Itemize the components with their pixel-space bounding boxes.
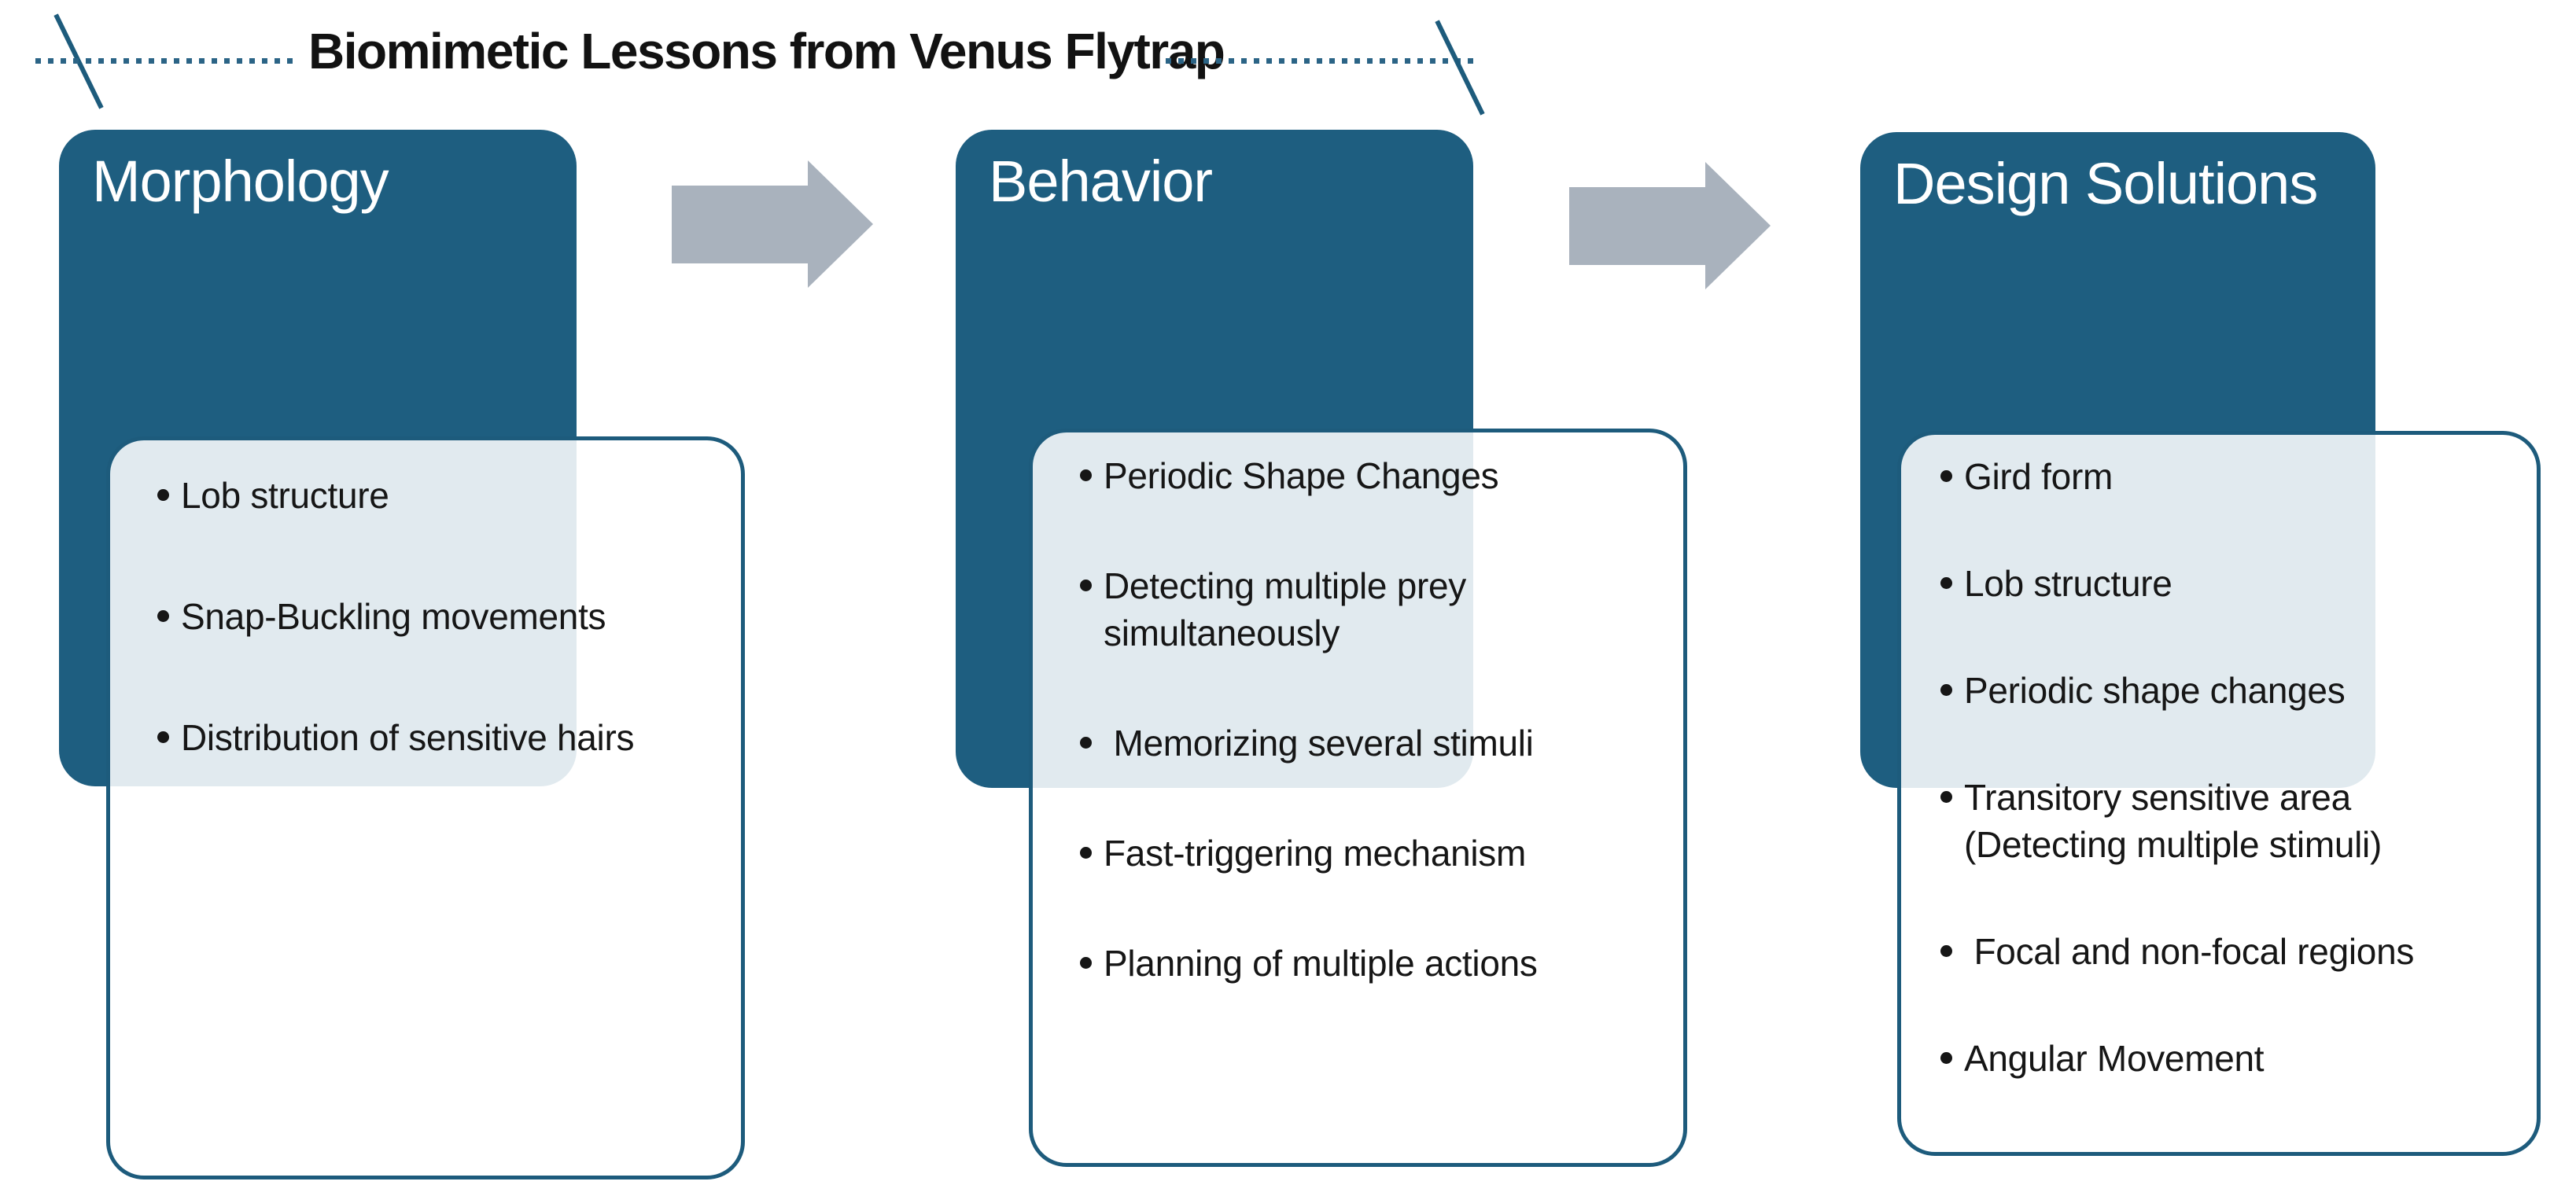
- bullet-item-label: Memorizing several stimuli: [1104, 723, 1534, 764]
- bullet-item-label: Lob structure: [181, 475, 389, 516]
- bullet-dot-icon: [1080, 580, 1092, 591]
- bullet-item-label: Planning of multiple actions: [1104, 943, 1538, 984]
- bullet-item-label: Lob structure: [1964, 563, 2172, 604]
- title-right-slash-decoration: [1435, 20, 1485, 116]
- bullet-item: Snap-Buckling movements: [157, 593, 713, 640]
- bullet-item: Transitory sensitive area (Detecting mul…: [1940, 774, 2509, 868]
- title-left-dotted-line: [35, 58, 293, 64]
- panel-behavior-header: Behavior: [989, 149, 1213, 214]
- bullet-dot-icon: [1940, 577, 1952, 589]
- bullet-item: Memorizing several stimuli: [1080, 719, 1656, 767]
- bullet-dot-icon: [157, 489, 169, 501]
- bullet-item-label: Detecting multiple prey simultaneously: [1104, 565, 1476, 653]
- panel-design-solutions-header: Design Solutions: [1893, 151, 2318, 216]
- bullet-dot-icon: [157, 731, 169, 743]
- card-behavior: Periodic Shape Changes Detecting multipl…: [1029, 429, 1687, 1167]
- bullet-item: Detecting multiple prey simultaneously: [1080, 562, 1656, 657]
- bullet-item-label: Snap-Buckling movements: [181, 596, 606, 637]
- bullet-dot-icon: [1940, 684, 1952, 696]
- bullet-item-label: Angular Movement: [1964, 1038, 2265, 1079]
- design-solutions-bullet-list: Gird form Lob structure Periodic shape c…: [1901, 435, 2537, 1082]
- bullet-item: Planning of multiple actions: [1080, 940, 1656, 987]
- bullet-dot-icon: [1080, 469, 1092, 481]
- arrow-right-icon: [672, 160, 873, 288]
- bullet-item: Fast-triggering mechanism: [1080, 830, 1656, 877]
- title-right-dotted-line: [1166, 58, 1478, 64]
- bullet-dot-icon: [1940, 1052, 1952, 1064]
- bullet-item-label: Distribution of sensitive hairs: [181, 717, 635, 758]
- card-design-solutions: Gird form Lob structure Periodic shape c…: [1897, 431, 2541, 1156]
- bullet-item: Angular Movement: [1940, 1035, 2509, 1082]
- page-title: Biomimetic Lessons from Venus Flytrap: [308, 23, 1225, 79]
- bullet-dot-icon: [1940, 791, 1952, 803]
- bullet-item: Focal and non-focal regions: [1940, 928, 2509, 975]
- behavior-bullet-list: Periodic Shape Changes Detecting multipl…: [1033, 432, 1683, 987]
- bullet-dot-icon: [1940, 470, 1952, 482]
- bullet-item-label: Periodic Shape Changes: [1104, 455, 1499, 496]
- morphology-bullet-list: Lob structure Snap-Buckling movements Di…: [110, 440, 741, 761]
- bullet-item-label: Focal and non-focal regions: [1964, 931, 2415, 972]
- bullet-dot-icon: [1080, 737, 1092, 749]
- bullet-item: Distribution of sensitive hairs: [157, 714, 713, 761]
- bullet-item: Lob structure: [157, 472, 713, 519]
- bullet-item-label: Periodic shape changes: [1964, 670, 2346, 711]
- bullet-dot-icon: [1080, 957, 1092, 969]
- bullet-item-label: Fast-triggering mechanism: [1104, 833, 1527, 874]
- bullet-item: Periodic shape changes: [1940, 667, 2509, 714]
- bullet-dot-icon: [1940, 945, 1952, 957]
- bullet-dot-icon: [157, 610, 169, 622]
- arrow-right-icon: [1569, 162, 1771, 289]
- bullet-item-label: Transitory sensitive area (Detecting mul…: [1964, 777, 2382, 865]
- bullet-item: Gird form: [1940, 453, 2509, 500]
- panel-morphology-header: Morphology: [92, 149, 389, 214]
- bullet-item-label: Gird form: [1964, 456, 2113, 497]
- card-morphology: Lob structure Snap-Buckling movements Di…: [106, 436, 745, 1179]
- bullet-item: Lob structure: [1940, 560, 2509, 607]
- bullet-dot-icon: [1080, 847, 1092, 859]
- bullet-item: Periodic Shape Changes: [1080, 452, 1656, 499]
